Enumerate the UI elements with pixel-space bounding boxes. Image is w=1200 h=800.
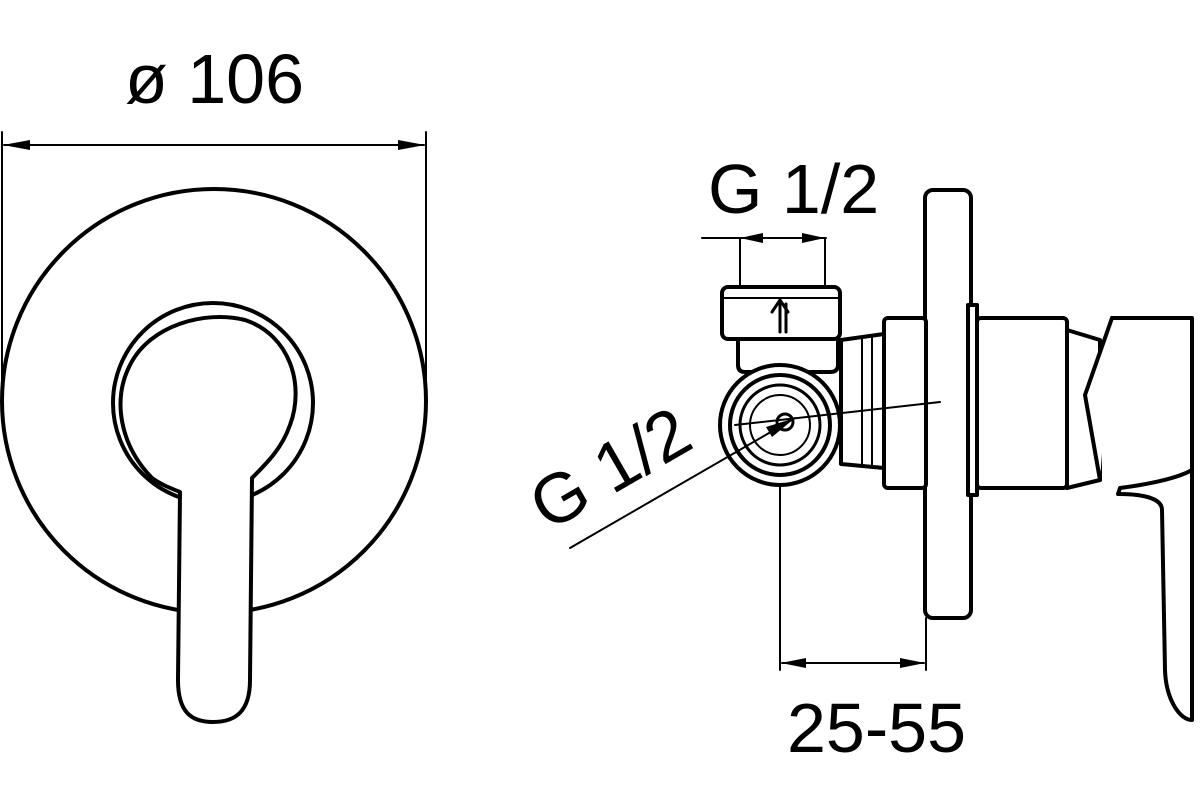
side-inlet-bore	[775, 412, 795, 432]
top-inlet-dimension: G 1/2	[701, 150, 879, 291]
diameter-label: ø 106	[125, 40, 304, 118]
depth-arrow-left	[781, 658, 806, 668]
depth-range-dimension: 25-55	[779, 484, 966, 767]
diameter-dimension: ø 106	[1, 40, 427, 401]
top-inlet-arrow-right	[802, 233, 825, 243]
front-view: ø 106	[0, 40, 428, 724]
wall-flange	[923, 188, 973, 620]
valve-body-wall-section	[882, 316, 928, 490]
top-inlet-label: G 1/2	[708, 150, 879, 228]
side-inlet-leader	[569, 417, 796, 549]
side-inlet-nut	[728, 373, 832, 477]
flow-arrow-icon	[770, 298, 790, 334]
side-inlet-thread	[749, 394, 811, 456]
side-inlet-centerline	[734, 401, 941, 426]
depth-arrow-right	[900, 658, 925, 668]
front-lever-handle	[118, 315, 298, 724]
diameter-arrow-left	[3, 140, 30, 150]
top-inlet-arrow-left	[740, 233, 763, 243]
top-connector-body	[736, 336, 840, 374]
side-inlet-label: G 1/2	[517, 392, 704, 545]
side-view: G 1/2 G 1/2	[517, 150, 1194, 767]
side-inlet-arrow	[766, 418, 795, 437]
handle-hub	[975, 316, 1069, 490]
depth-range-label: 25-55	[787, 689, 966, 767]
side-lever-handle	[1083, 316, 1194, 722]
diameter-arrow-right	[398, 140, 425, 150]
